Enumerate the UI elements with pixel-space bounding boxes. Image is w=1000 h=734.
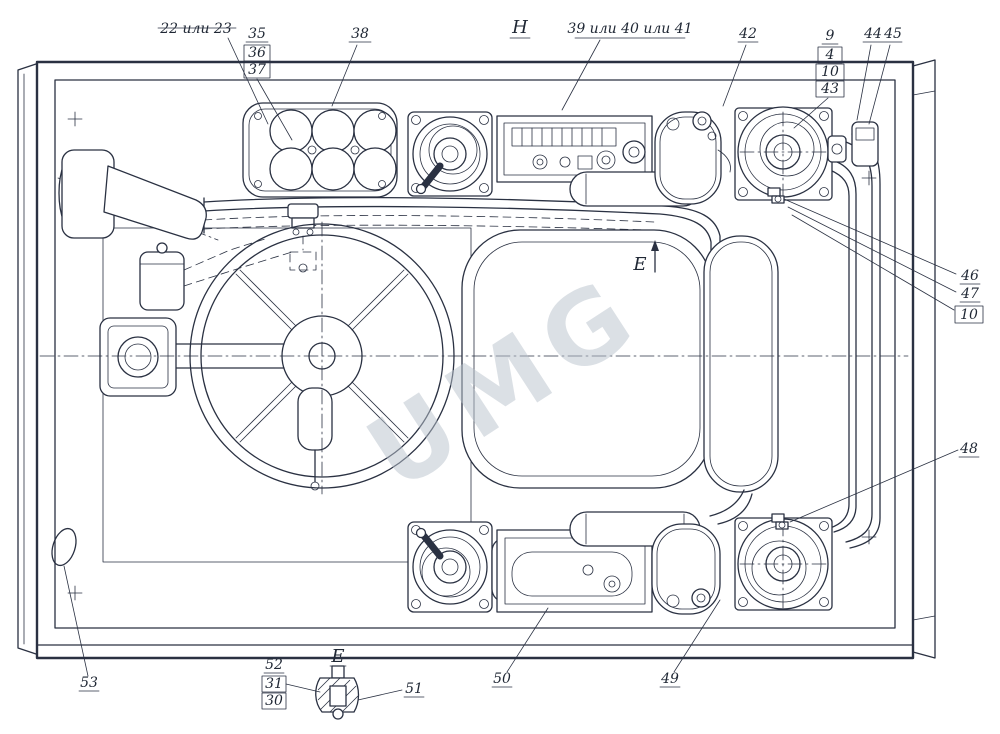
seat-direction-arrow: Е bbox=[632, 240, 659, 275]
callout-35-36-37: 35 36 37 bbox=[243, 26, 293, 141]
svg-text:50: 50 bbox=[493, 671, 511, 687]
hose-clamp-48 bbox=[771, 513, 789, 530]
hose-bundle-bottom bbox=[709, 489, 753, 525]
callout-37: 37 bbox=[248, 62, 266, 78]
callout-49: 49 bbox=[659, 599, 721, 688]
callout-52-31-30: 52 31 30 Е bbox=[261, 646, 347, 710]
hose-clamp-46 bbox=[767, 187, 785, 204]
floor-slot bbox=[51, 527, 77, 567]
blower-fan-top bbox=[734, 106, 879, 204]
callout-44: 44 bbox=[863, 26, 882, 42]
callout-struck-note: 22 или 23 bbox=[157, 21, 269, 125]
callout-47: 47 bbox=[960, 286, 979, 302]
callout-44-45: 44 45 bbox=[856, 26, 903, 125]
callout-38: 38 bbox=[331, 26, 372, 107]
callout-10-side: 10 bbox=[960, 307, 978, 323]
svg-text:42: 42 bbox=[738, 26, 757, 42]
detail-e-bracket bbox=[315, 665, 360, 720]
air-duct-pipes bbox=[829, 133, 881, 549]
seat-backrest bbox=[703, 235, 779, 493]
view-label-detail: Е bbox=[330, 646, 344, 667]
callout-30: 30 bbox=[265, 693, 283, 709]
callouts: 22 или 23 35 36 37 38 Н 39 или 40 или 41 bbox=[63, 17, 984, 710]
operator-seat: Е bbox=[461, 229, 779, 493]
callout-50: 50 bbox=[491, 607, 549, 688]
mount-cross-marks bbox=[67, 111, 877, 601]
svg-text:49: 49 bbox=[660, 671, 679, 687]
lamp-cluster bbox=[242, 102, 398, 198]
callout-9: 9 bbox=[826, 28, 835, 44]
svg-text:53: 53 bbox=[80, 675, 98, 691]
reservoir-cylinder bbox=[139, 251, 185, 311]
steering-column-boot bbox=[297, 387, 333, 451]
callout-46-47-10: 46 47 10 bbox=[783, 198, 984, 324]
svg-text:38: 38 bbox=[351, 26, 369, 42]
callout-43: 43 bbox=[820, 81, 839, 97]
callout-46: 46 bbox=[960, 268, 979, 284]
seat-direction-label: Е bbox=[632, 254, 646, 275]
callout-51: 51 bbox=[357, 681, 425, 701]
svg-text:22 или 23: 22 или 23 bbox=[159, 21, 232, 37]
callout-39-40-41: 39 или 40 или 41 bbox=[561, 21, 693, 111]
callout-31: 31 bbox=[265, 676, 283, 692]
duct-bracket bbox=[851, 121, 879, 167]
expansion-tank-top bbox=[654, 111, 731, 205]
control-lever bbox=[57, 149, 293, 311]
callout-4: 4 bbox=[825, 47, 835, 63]
callout-10-top: 10 bbox=[821, 64, 839, 80]
svg-text:48: 48 bbox=[959, 441, 978, 457]
view-label-top: Н bbox=[511, 17, 528, 38]
callout-48: 48 bbox=[789, 441, 980, 523]
instrument-panel bbox=[496, 115, 653, 183]
callout-42: 42 bbox=[722, 26, 759, 107]
expansion-tank-bottom bbox=[651, 523, 721, 615]
callout-53: 53 bbox=[63, 565, 100, 692]
callout-36: 36 bbox=[248, 45, 266, 61]
heater-assembly-bottom bbox=[496, 511, 701, 613]
pedal-unit bbox=[99, 317, 285, 397]
blower-fan-bottom bbox=[734, 513, 833, 611]
wheel-spokes bbox=[235, 269, 409, 443]
callout-52: 52 bbox=[265, 657, 283, 673]
column-switch-top bbox=[407, 111, 493, 197]
hose-clamp-fitting bbox=[287, 203, 319, 273]
callout-45: 45 bbox=[883, 26, 902, 42]
misc-marks bbox=[39, 355, 909, 567]
cab-frame bbox=[17, 59, 936, 660]
svg-text:51: 51 bbox=[405, 681, 423, 697]
callout-9-4-10-43: 9 4 10 43 bbox=[793, 28, 845, 129]
svg-text:39 или 40 или 41: 39 или 40 или 41 bbox=[567, 21, 692, 37]
column-switch-bottom bbox=[407, 521, 519, 613]
callout-35: 35 bbox=[248, 26, 266, 42]
